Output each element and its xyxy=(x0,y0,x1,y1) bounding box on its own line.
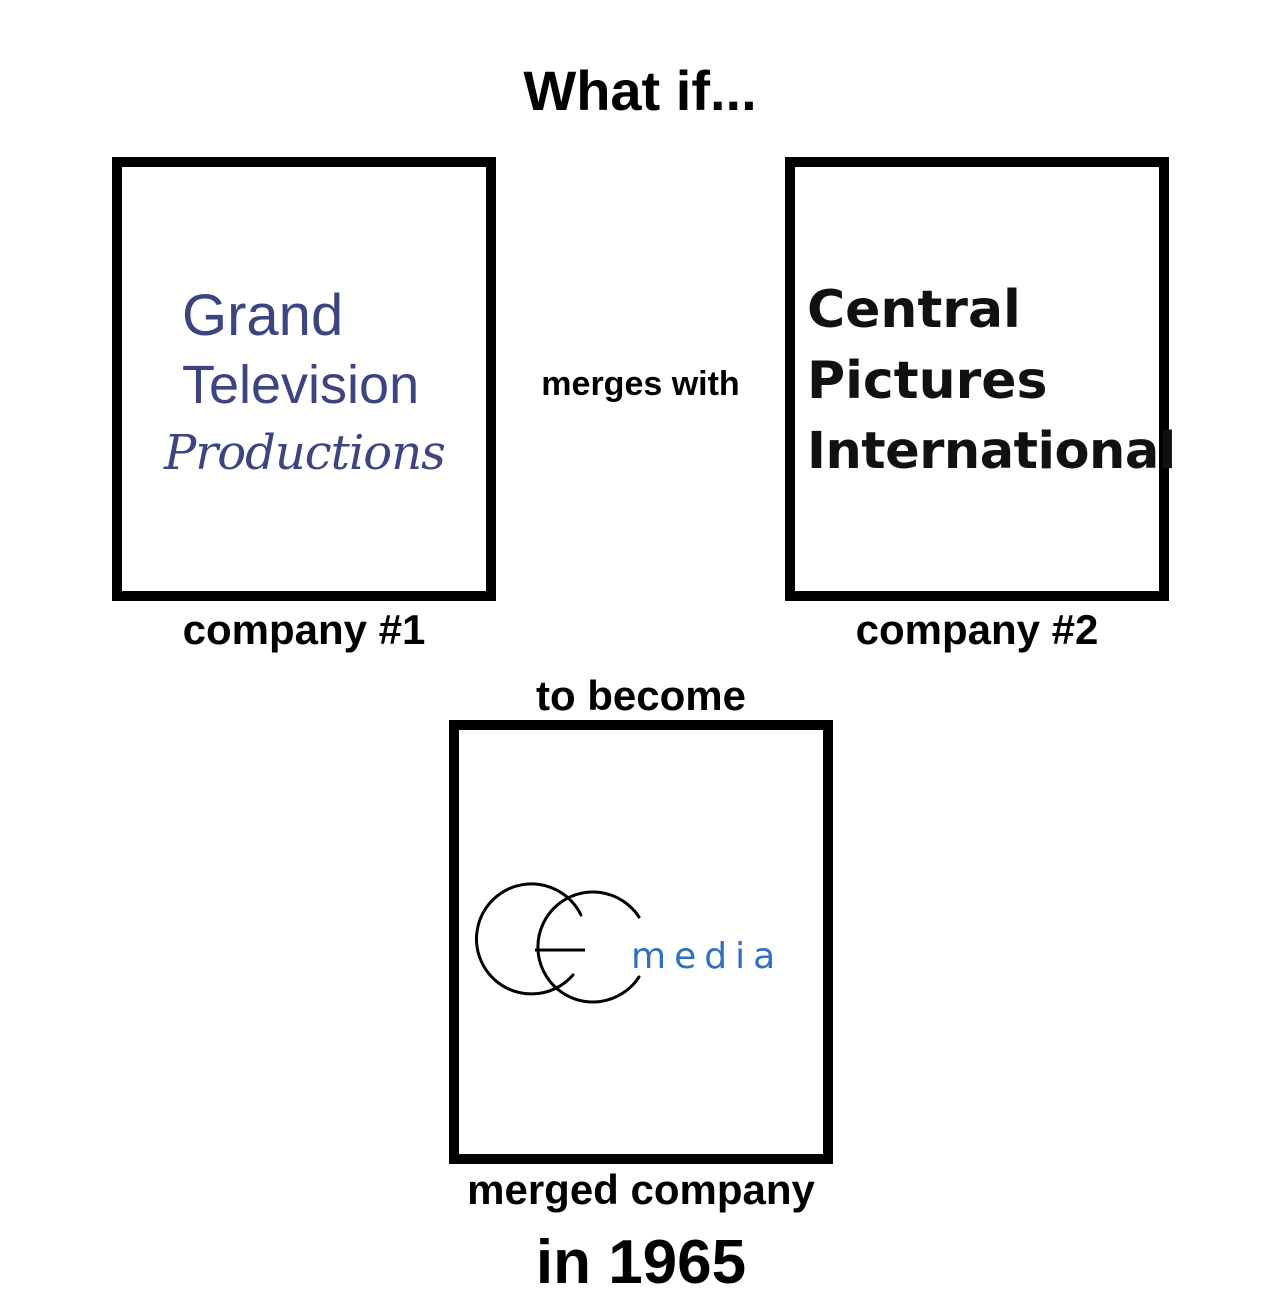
company1-logo-line3: Productions xyxy=(164,425,446,481)
company1-frame: Grand Television Productions xyxy=(112,157,496,601)
to-become-label: to become xyxy=(535,672,747,719)
company1-logo-line2: Television xyxy=(182,355,420,415)
merge-year: in 1965 xyxy=(535,1228,747,1297)
merged-logo: media xyxy=(474,882,783,1004)
merged-logo-word: media xyxy=(631,936,783,977)
company1-caption: company #1 xyxy=(182,606,426,653)
company2-caption: company #2 xyxy=(855,606,1099,653)
company2-frame: Central Pictures International xyxy=(785,157,1176,601)
page-title: What if... xyxy=(523,59,757,122)
merges-with-label: merges with xyxy=(541,365,740,403)
go-monogram-icon xyxy=(474,882,641,1004)
company2-logo-line3: International xyxy=(807,422,1176,481)
company2-logo-line1: Central xyxy=(807,280,1021,340)
merged-caption: merged company xyxy=(467,1166,815,1213)
merged-frame: media xyxy=(449,720,833,1164)
company1-logo-line1: Grand xyxy=(182,283,344,348)
company2-logo-line2: Pictures xyxy=(807,351,1048,411)
